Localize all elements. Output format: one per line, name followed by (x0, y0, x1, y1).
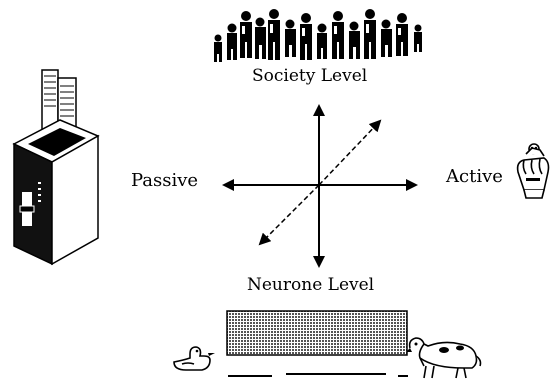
society-level-label: Society Level (252, 66, 368, 86)
diagonal-dashed-arrow-up (318, 119, 382, 186)
active-label: Active (446, 166, 503, 187)
passive-label: Passive (131, 170, 199, 191)
duck-icon (173, 346, 215, 371)
crowd-of-people-icon (214, 9, 422, 62)
animal-icon (406, 337, 482, 379)
shaded-bar (226, 310, 408, 377)
hand-with-puppet-icon (516, 143, 550, 199)
neurone-level-label: Neurone Level (247, 275, 375, 295)
diagonal-dashed-arrow-down (258, 184, 320, 246)
toaster-icon (12, 69, 100, 266)
